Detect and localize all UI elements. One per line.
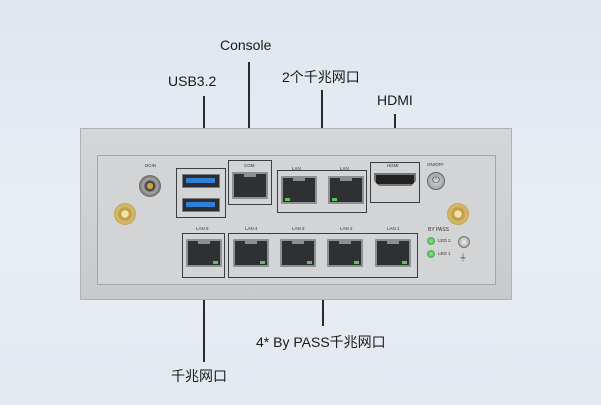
com-label: COM [244,163,255,168]
led2-indicator [427,237,435,245]
lan-top-2-label: LAN [340,166,349,171]
lan2-label: LAN 2 [340,226,353,231]
gige-single-leader-line [203,278,205,362]
onoff-label: ON/OFF [427,162,444,167]
hdmi-group [370,162,420,203]
com-group [228,160,272,205]
console-port [232,172,268,199]
lan3-port [280,239,316,267]
callout-usb: USB3.2 [168,73,217,89]
lan4-port [233,239,269,267]
ground-screw [458,236,470,248]
usb-port-1 [182,174,220,188]
led2-label: LED 2 [438,238,451,243]
dcin-connector [139,175,161,197]
lan1-port [375,239,411,267]
callout-gige-pair: 2个千兆网口 [282,69,360,85]
usb-group [176,168,226,218]
hdmi-label: HDMI [387,163,399,168]
lan-top-port-2 [328,176,364,204]
dcin-label: DCIN [145,163,156,168]
hdmi-port [374,173,416,186]
callout-hdmi: HDMI [377,92,413,108]
lan5-port [186,239,222,267]
bypass-leader-line [322,278,324,326]
antenna-right [447,203,469,225]
console-leader-line [248,62,250,158]
lan1-label: LAN 1 [387,226,400,231]
bypass-lan-group [228,233,418,278]
callout-bypass: 4* By PASS千兆网口 [256,334,386,350]
lan-top-port-1 [281,176,317,204]
led1-indicator [427,250,435,258]
bypass-label: BY PASS [428,227,449,233]
usb-port-2 [182,198,220,212]
led1-label: LED 1 [438,251,451,256]
lan5-label: LAN 5 [196,226,209,231]
ground-icon: ⏚ [459,253,467,262]
lan-pair-group [277,170,367,213]
lan-top-1-label: LAN [292,166,301,171]
callout-gige-single: 千兆网口 [171,368,227,384]
lan4-label: LAN 4 [245,226,258,231]
callout-console: Console [220,37,272,53]
lan2-port [327,239,363,267]
power-button[interactable]: ⏻ [427,172,445,190]
antenna-left [114,203,136,225]
lan5-group [182,233,225,278]
lan3-label: LAN 3 [292,226,305,231]
